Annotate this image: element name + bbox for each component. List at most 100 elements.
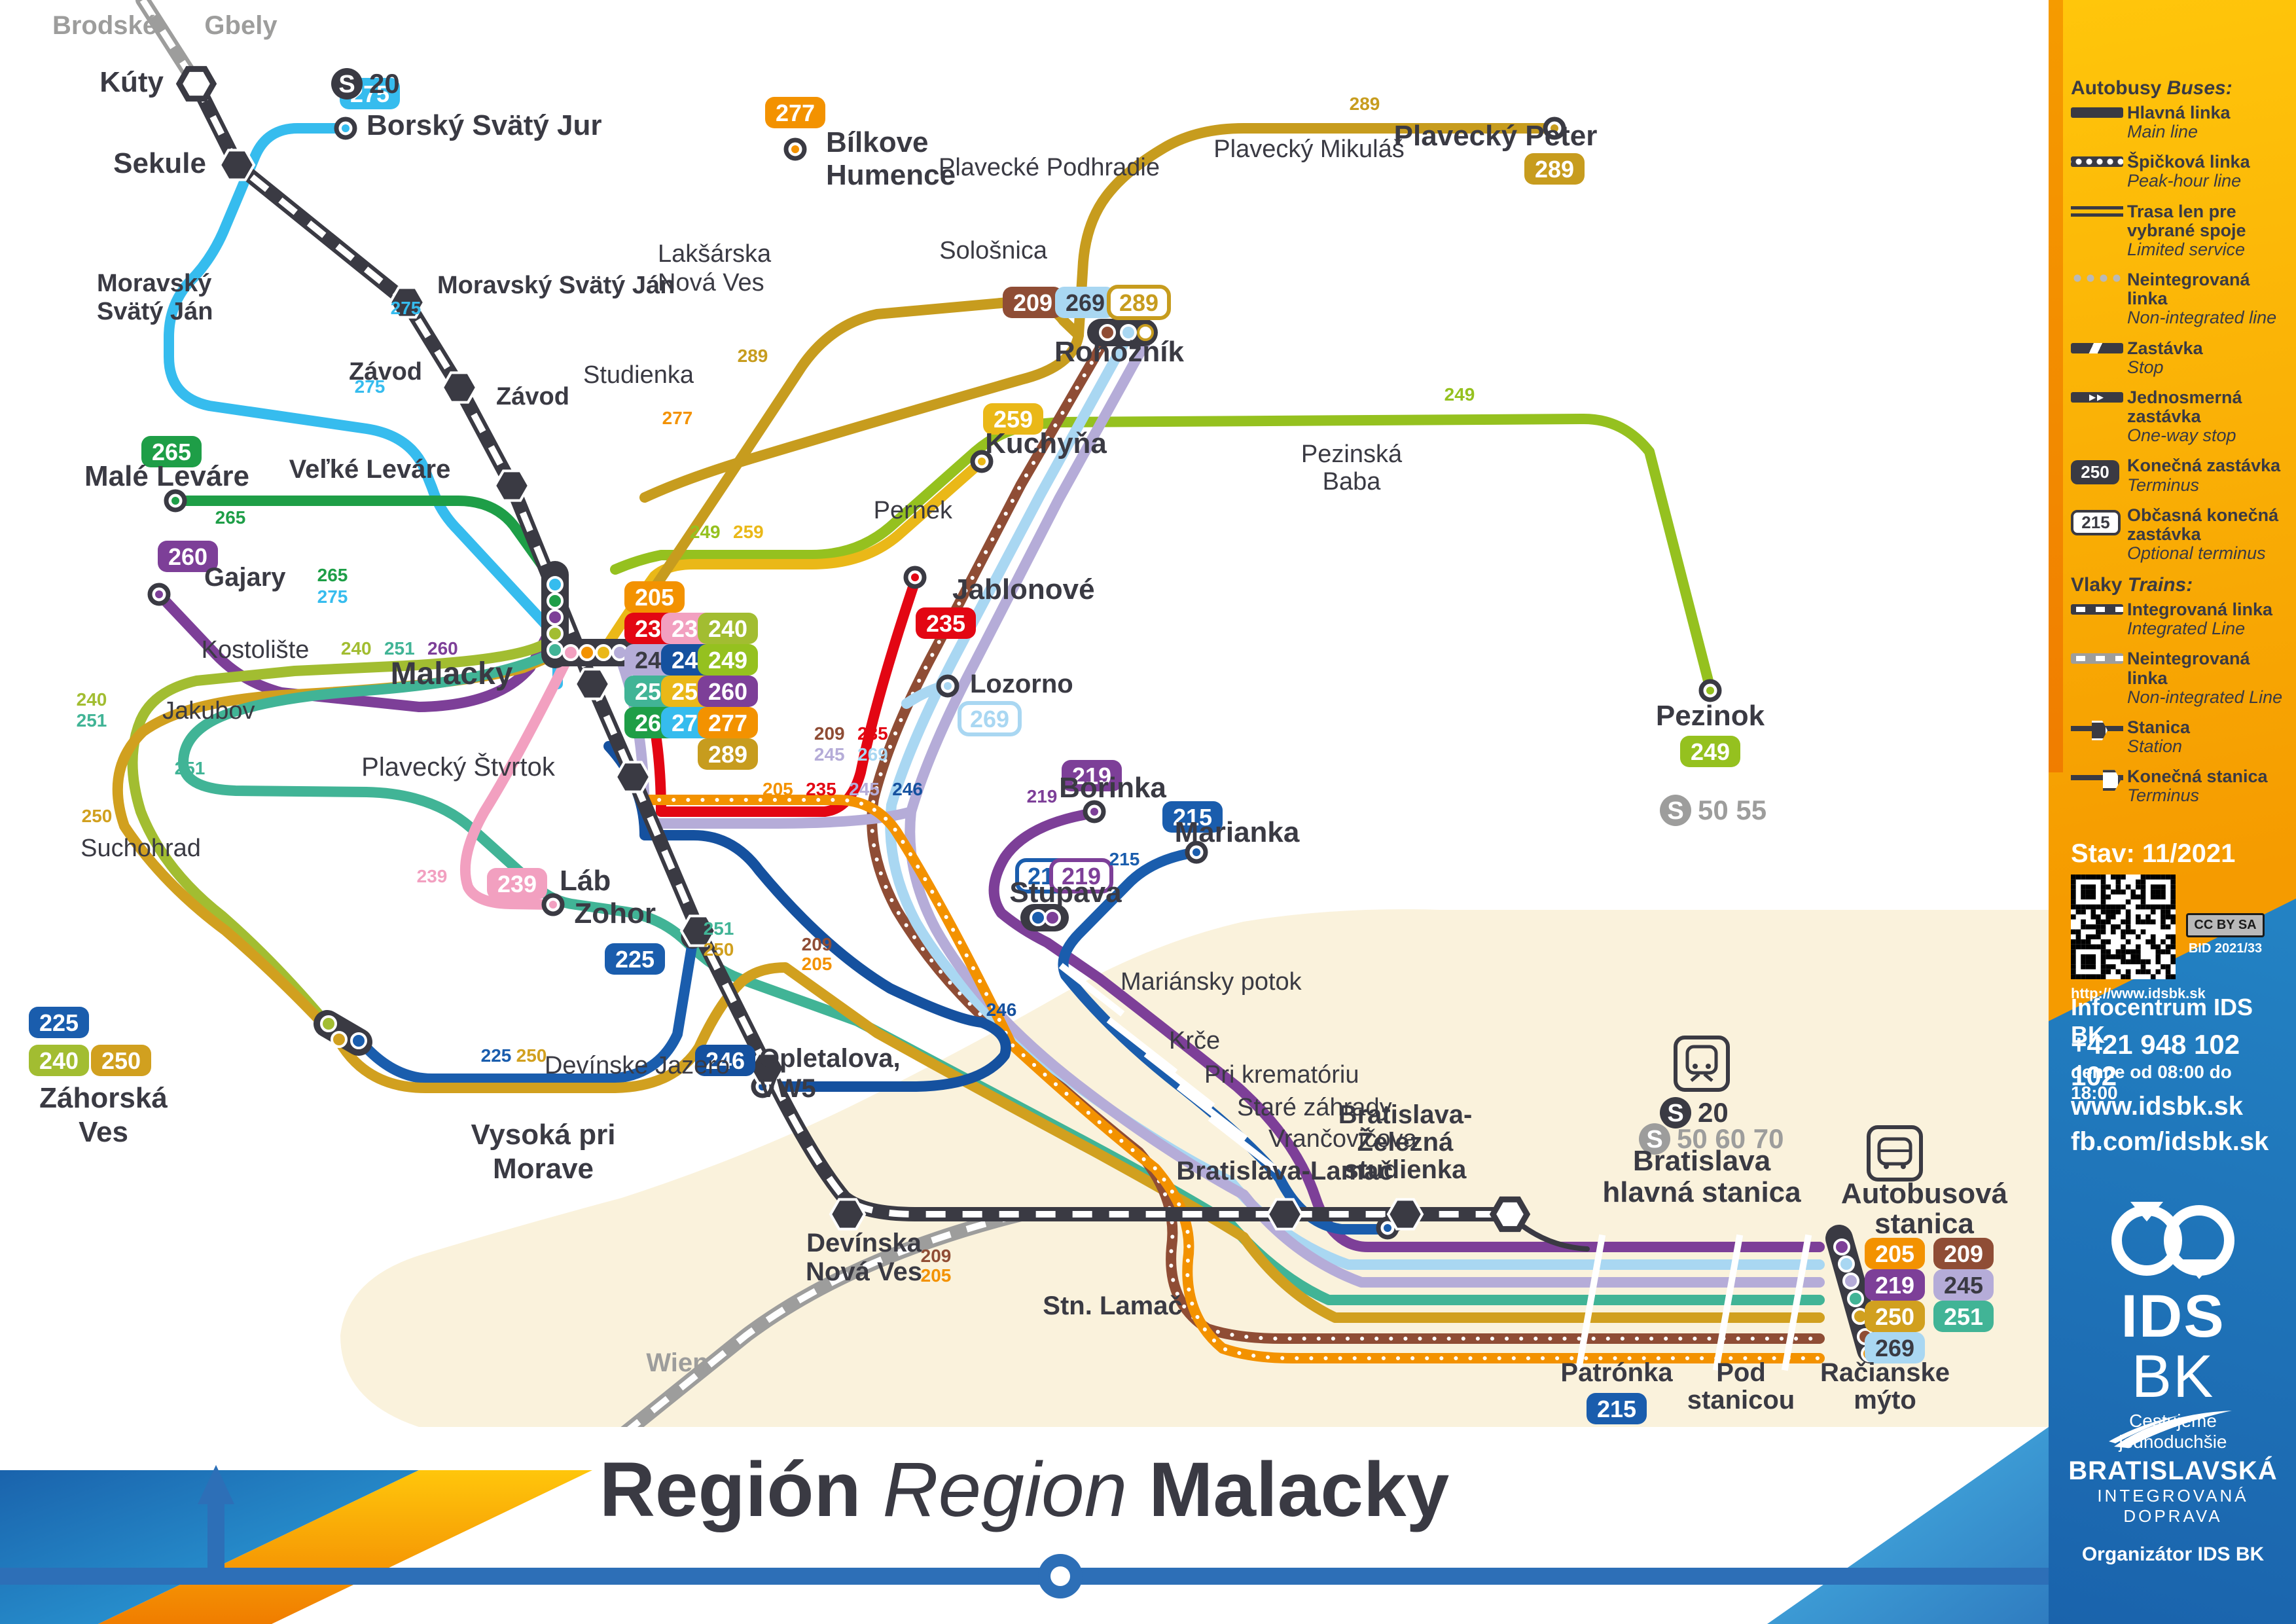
s5055-pezinok-s: S [1667,797,1683,825]
badge-251 [1933,1301,1994,1332]
title-region-en: Region [882,1447,1128,1533]
route-label-269: 269 [857,744,888,765]
line-215 [1058,847,1386,1235]
route-label-249: 249 [1444,384,1475,405]
title-malacky: Malacky [1149,1447,1450,1533]
badge-245-label: 245 [1944,1272,1983,1299]
badge-215-label: 215 [1173,804,1212,831]
place-label-vysok-pri: Vysoká pri [471,1119,616,1151]
route-label-275: 275 [317,586,348,607]
place-label-star-z-hrady: Staré záhrady [1237,1094,1392,1121]
badge-215-label: 215 [1597,1396,1636,1422]
badge-250-label: 250 [1875,1303,1914,1330]
terminus-opletalova-dot [759,1083,766,1091]
place-label-nov-ves: Nová Ves [658,269,764,297]
place-label-b-lkove: Bílkove [826,126,929,158]
integrated-rail-swatch [2071,604,2127,615]
title-region-sk: Región [599,1447,861,1533]
terminus-male-levare-dot [171,497,179,505]
s506070-bratislava-circle [1639,1123,1670,1155]
badge-289 [698,738,758,770]
badge-225 [605,943,665,975]
place-label-gbely: Gbely [204,11,278,40]
nonintegrated-swatch [2071,274,2127,283]
place-label-plaveck-peter: Plavecký Peter [1394,120,1598,152]
bus-icon-w2 [1901,1164,1906,1169]
terminal-circle-r245 [1842,1272,1859,1290]
route-label-246: 246 [892,779,923,799]
line-rail-wien-ties [609,1211,1022,1446]
opening-hours: denne od 08:00 do 18:00 [2071,1062,2232,1103]
terminal-circle-r215 [1030,909,1047,926]
station-zavod [440,371,478,404]
station-moravsky-svaty-jan [388,286,426,319]
line-250-south [334,962,1825,1323]
tick-krce [1106,1017,1178,1075]
line-205-dots [643,798,1821,1360]
legend-buses-header: Autobusy Buses: [2071,77,2233,99]
route-label-265: 265 [317,565,348,585]
bid-name-line1: BRATISLAVSKÁ [2068,1456,2278,1485]
tick-stare-zahrady [1176,1084,1248,1142]
place-label-sv-t-j-n: Svätý Ján [97,298,213,325]
cc-license-badge: CC BY SA [2186,913,2265,937]
line-225 [356,937,698,1084]
badge-215 [1162,801,1223,833]
route-label-275: 275 [391,298,422,318]
banner-line-station-center [1050,1566,1070,1586]
place-label-kr-e: Krče [1169,1027,1220,1055]
badge-277 [698,707,758,738]
badge-219 [1865,1269,1925,1301]
badge-209 [1003,287,1063,318]
badge-260 [158,541,218,572]
place-label-gajary: Gajary [204,563,286,592]
website-url: www.idsbk.sk [2071,1092,2244,1121]
place-label-wien: Wien [646,1348,708,1377]
route-label-250: 250 [704,939,734,960]
badge-277-label: 277 [708,710,747,736]
tick-pod-stanicou [1712,1234,1744,1371]
place-label-dev-nska: Devínska [806,1229,922,1257]
terminal-circle-r269 [1838,1255,1855,1272]
route-label-246: 246 [986,1000,1017,1020]
badge-265-label: 265 [152,439,191,465]
badge-269-outline [958,701,1022,736]
badge-219 [1062,760,1122,791]
phone-number: +421 948 102 102 [2071,1029,2240,1091]
station-velke-levare [493,469,531,502]
badge-260-label: 260 [168,543,207,570]
train-icon-body [1685,1045,1718,1075]
station-zelezna-studienka [1386,1198,1424,1231]
place-label-autobusov-: Autobusová [1841,1178,2008,1210]
terminus-bilkove-humence-dot [791,145,799,153]
s20-bratislava-circle [1660,1097,1691,1128]
route-label-239: 239 [417,866,448,886]
badge-249-label: 249 [1691,738,1730,765]
poster-title: Región Region Malacky [0,1445,2049,1534]
place-label-mal-lev-re: Malé Leváre [84,460,249,492]
station-kuty [175,65,217,102]
terminus-marianka-dot [1193,848,1200,856]
line-259 [597,456,987,659]
terminal-circle-r275 [547,576,564,593]
line-rail-hook [1519,1223,1590,1252]
place-label-studienka: studienka [1344,1155,1467,1184]
route-label-240: 240 [341,638,372,659]
badge-240 [29,1045,89,1076]
route-label-245: 245 [849,779,880,799]
place-label-humence: Humence [826,159,956,191]
place-label-m-to: mýto [1854,1386,1916,1415]
map-state-date: Stav: 11/2021 [2071,839,2236,868]
badge-240 [698,613,758,644]
terminus-pezinok-dot [1706,687,1714,695]
line-249 [610,414,1713,686]
terminal-circle-r289 [1137,324,1154,341]
place-label-pri-kremat-riu: Pri krematóriu [1204,1061,1359,1089]
